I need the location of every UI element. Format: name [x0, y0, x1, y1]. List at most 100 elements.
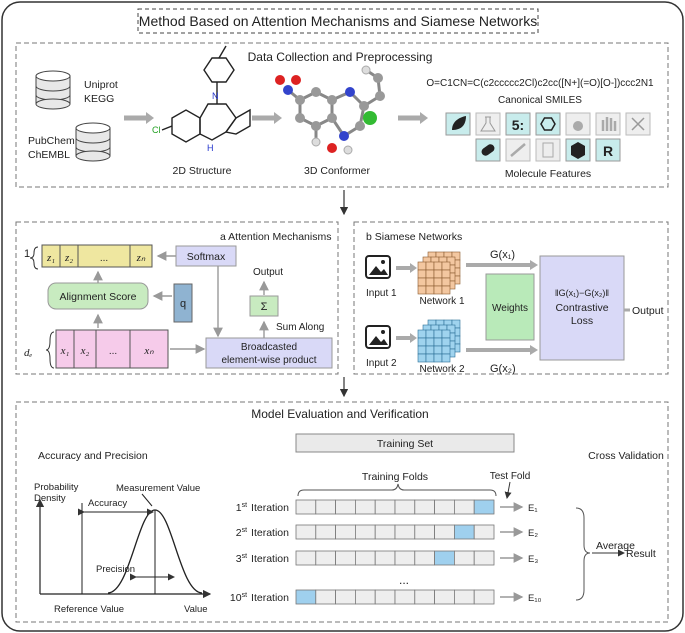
alignment-score-label: Alignment Score: [59, 291, 136, 303]
training-fold-cell: [414, 524, 435, 540]
atom-h-2d: H: [207, 143, 214, 153]
reference-label: Reference Value: [54, 604, 124, 615]
network-cell: [425, 353, 435, 363]
network-cell: [417, 269, 427, 279]
training-fold-cell: [434, 589, 455, 605]
molecule-3d-conformer: [275, 65, 385, 155]
database-icon-2: [75, 122, 111, 162]
five-icon: 5:: [512, 117, 524, 133]
network-2-grid: [417, 319, 461, 363]
db-pubchem: PubChem: [28, 135, 75, 147]
training-fold-cell: [354, 524, 376, 540]
training-fold-cell: [295, 499, 317, 515]
training-fold-cell: [374, 524, 396, 540]
features-caption: Molecule Features: [505, 168, 591, 180]
image-icon-1: [365, 255, 391, 279]
training-fold-cell: [295, 524, 317, 540]
average-label: Average: [596, 540, 635, 552]
training-fold-cell: [394, 499, 416, 515]
attention-frame: [15, 221, 339, 375]
error-label: E₂: [528, 528, 538, 539]
training-fold-cell: [335, 499, 356, 515]
network-cell: [417, 277, 427, 287]
sum-along-label: Sum Along: [276, 322, 324, 333]
network-cell: [417, 353, 427, 363]
weights-label: Weights: [492, 303, 528, 314]
smiles-caption: Canonical SMILES: [498, 95, 582, 106]
db-chembl: ChEMBL: [28, 149, 70, 161]
network-cell: [433, 261, 443, 271]
page-title: Method Based on Attention Mechanisms and…: [139, 13, 537, 29]
data-section-frame: [15, 42, 669, 188]
z-dots: ...: [100, 253, 108, 264]
z-2: z₂: [64, 252, 73, 264]
test-fold-arrow: [504, 481, 512, 499]
contrastive-loss-box: [539, 255, 625, 361]
q-box: [173, 283, 193, 323]
siamese-frame: [353, 221, 669, 375]
training-fold-cell: [434, 499, 455, 515]
network-2-label: Network 2: [419, 364, 464, 375]
training-fold-cell: [335, 524, 356, 540]
dim-one: 1: [24, 248, 30, 260]
q-label: q: [180, 298, 186, 310]
training-fold-cell: [453, 550, 475, 566]
training-fold-cell: [335, 550, 356, 566]
network-cell: [441, 329, 451, 339]
network-cell: [441, 269, 451, 279]
network-cell: [433, 285, 443, 295]
training-fold-cell: [414, 550, 435, 566]
network-cell: [441, 353, 451, 363]
network-1-label: Network 1: [419, 296, 464, 307]
precision-label: Precision: [96, 564, 135, 575]
molecule-2d-structure: [161, 45, 251, 143]
evaluation-title: Model Evaluation and Verification: [251, 407, 428, 421]
error-label: E₃: [528, 554, 538, 565]
training-fold-cell: [394, 524, 416, 540]
rx-icon: R: [603, 143, 613, 159]
result-label: Result: [626, 548, 656, 560]
siamese-output: Output: [632, 305, 664, 317]
training-fold-cell: [473, 524, 495, 540]
y-label-1: Probability: [34, 482, 79, 493]
broadcast-line-2: element-wise product: [221, 355, 316, 366]
test-fold-cell: [453, 524, 475, 540]
test-fold-cell: [473, 499, 495, 515]
training-fold-cell: [315, 589, 336, 605]
weights-box: [485, 273, 535, 341]
training-folds-label: Training Folds: [362, 471, 428, 483]
training-fold-cell: [315, 524, 336, 540]
smiles-string: O=C1CN=C(c2ccccc2Cl)c2cc([N+](=O)[O-])cc…: [426, 78, 654, 89]
z-1: z₁: [46, 252, 55, 264]
training-fold-cell: [473, 589, 495, 605]
data-section-title: Data Collection and Preprocessing: [248, 50, 433, 64]
training-fold-cell: [335, 589, 356, 605]
structure-2d-label: 2D Structure: [173, 165, 232, 177]
syringe-icon: [510, 143, 526, 157]
results-brace: [575, 507, 591, 601]
brace-x: [45, 331, 55, 369]
g-x2-label: G(x₂): [490, 363, 516, 375]
network-cell: [433, 345, 443, 355]
x-matrix: [55, 329, 169, 369]
flask-icon: [480, 116, 496, 132]
x-dots: ...: [109, 346, 117, 357]
error-label: E₁: [528, 503, 538, 514]
feature-icons-row-2: R: [475, 138, 621, 162]
database-icon-1: [35, 70, 71, 110]
image-icon-2: [365, 325, 391, 349]
sigma-box: [249, 295, 279, 317]
broadcast-line-1: Broadcasted: [241, 342, 297, 353]
network-cell: [441, 285, 451, 295]
training-fold-cell: [453, 589, 475, 605]
measurement-label: Measurement Value: [116, 483, 200, 494]
network-cell: [433, 269, 443, 279]
loss-formula: ‖G(x₁)−G(x₂)‖: [555, 288, 609, 298]
accuracy-label: Accuracy: [88, 498, 127, 509]
